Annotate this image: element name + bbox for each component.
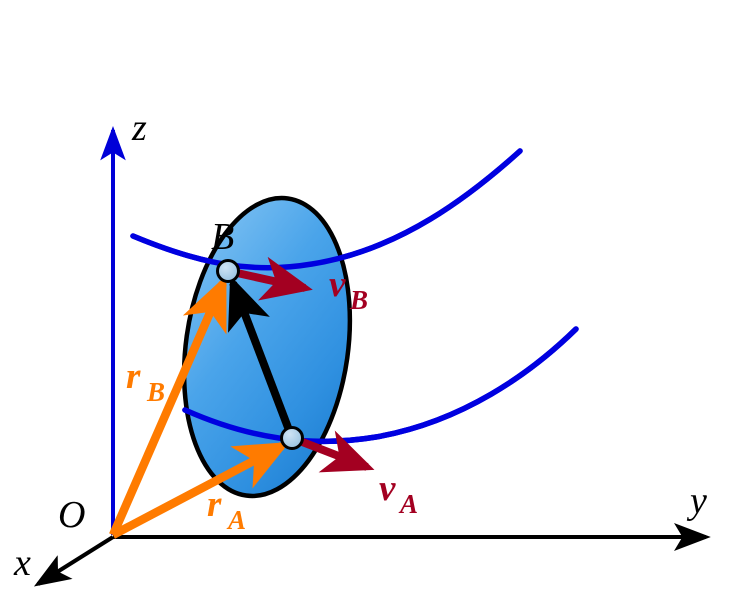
velocity-vector-B-label-main: v (329, 264, 346, 305)
velocity-vector-A-label-main: v (379, 468, 396, 509)
x-axis-label: x (13, 542, 31, 584)
diagram-labels: z y x O B r B r A v B v (13, 107, 707, 584)
point-node-B[interactable] (216, 259, 240, 283)
material-points (216, 259, 304, 450)
position-vector-B-label-main: r (126, 356, 141, 397)
position-vector-B-label-sub: B (146, 377, 165, 407)
origin-label: O (58, 494, 85, 536)
position-vector-B-label: r B (126, 356, 165, 407)
point-label-B: B (211, 216, 234, 258)
x-axis (33, 535, 115, 587)
y-axis-label: y (686, 480, 707, 522)
velocity-vector-A (290, 430, 375, 473)
position-vector-A-label: r A (207, 484, 246, 535)
z-axis-label: z (131, 107, 147, 149)
position-vector-A-label-main: r (207, 484, 222, 525)
velocity-vector-B-label: v B (329, 264, 368, 315)
position-vectors (109, 275, 290, 539)
position-vector-rB (109, 275, 227, 537)
velocity-vector-A-label-sub: A (398, 489, 418, 519)
position-vector-A-label-sub: A (226, 505, 246, 535)
point-node-A[interactable] (280, 426, 304, 450)
coordinate-axes (33, 125, 711, 587)
position-vector-rA (111, 442, 290, 539)
velocity-vector-B-label-sub: B (349, 285, 368, 315)
relative-position-vector-group (228, 275, 296, 440)
relative-vector-A-to-B (228, 275, 296, 440)
lower-trajectory-curve-front (182, 326, 579, 445)
velocity-vector-A-label: v A (379, 468, 418, 519)
